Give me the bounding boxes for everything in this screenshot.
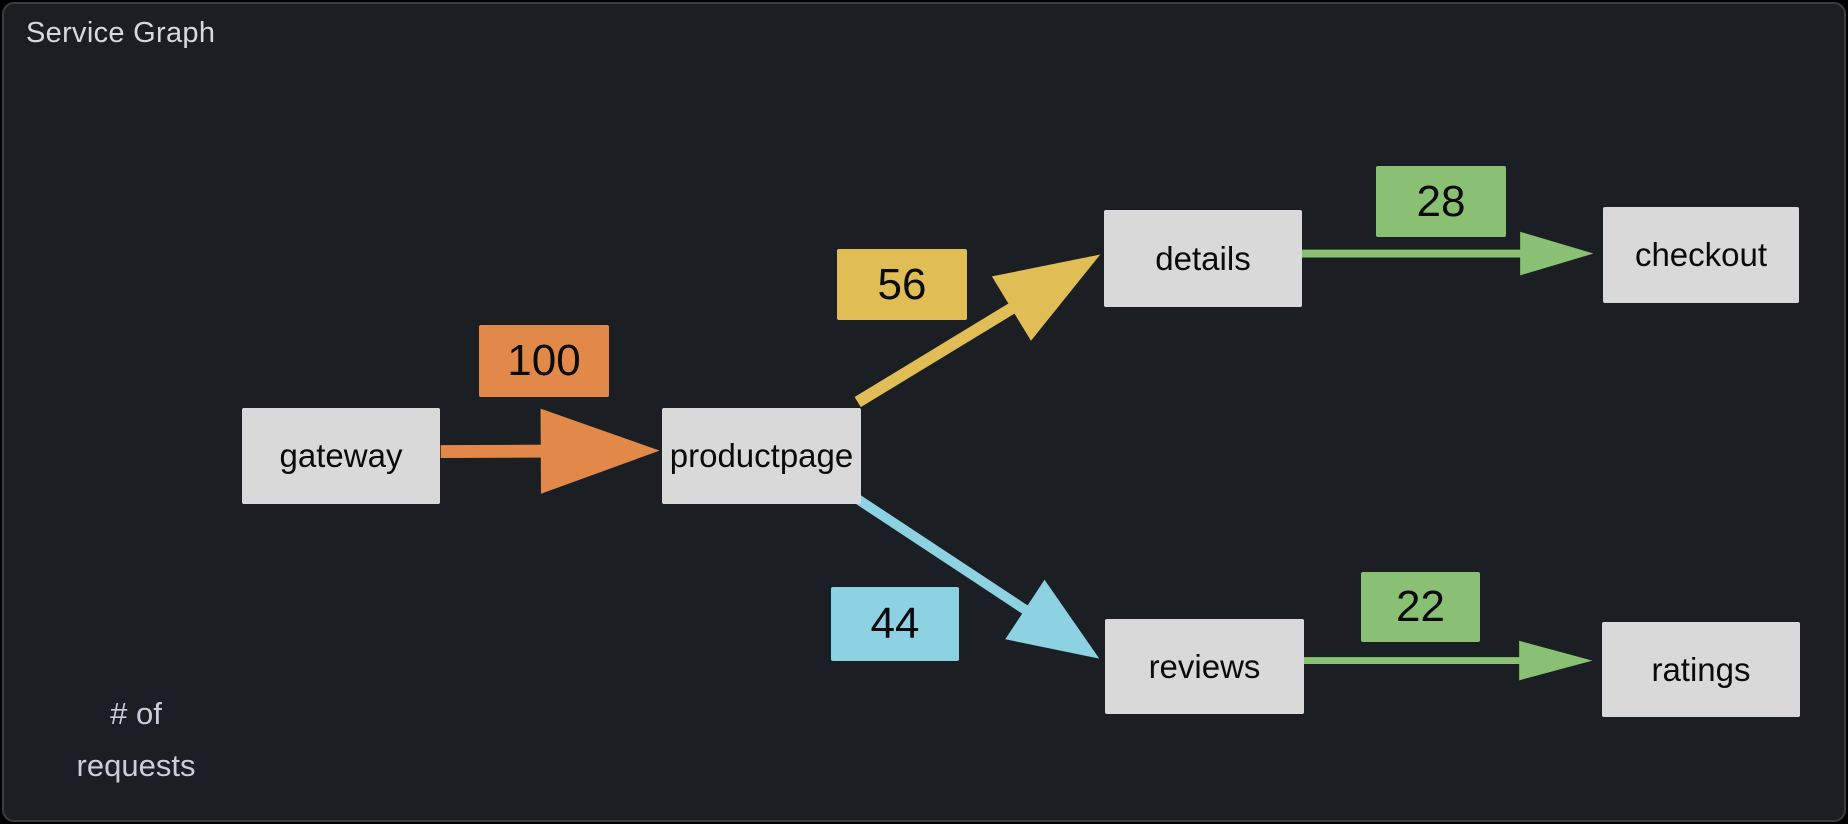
edge-value-details-to-checkout[interactable]: 28 xyxy=(1376,166,1506,237)
edge-arrow-productpage-to-details xyxy=(854,254,1101,408)
edge-arrow-gateway-to-productpage xyxy=(440,408,660,494)
arrowhead-icon xyxy=(1005,579,1100,659)
edge-value-gateway-to-productpage[interactable]: 100 xyxy=(479,325,609,397)
edge-value-reviews-to-ratings[interactable]: 22 xyxy=(1361,572,1480,642)
edge-arrow-productpage-to-reviews xyxy=(854,495,1100,659)
edge-line xyxy=(440,444,553,459)
node-reviews[interactable]: reviews xyxy=(1105,619,1304,714)
node-productpage[interactable]: productpage xyxy=(662,408,861,504)
node-details[interactable]: details xyxy=(1104,210,1302,307)
edge-arrow-layer xyxy=(440,231,1594,681)
arrowhead-icon xyxy=(540,408,660,494)
node-gateway[interactable]: gateway xyxy=(242,408,440,504)
node-graph-canvas: 100 56 44 28 22 gateway productpage details che… xyxy=(4,4,1844,820)
node-checkout[interactable]: checkout xyxy=(1603,207,1799,303)
node-ratings[interactable]: ratings xyxy=(1602,622,1800,717)
edge-arrow-details-to-checkout xyxy=(1294,231,1594,276)
edge-value-productpage-to-details[interactable]: 56 xyxy=(837,249,967,320)
edge-value-productpage-to-reviews[interactable]: 44 xyxy=(831,587,959,661)
edge-metric-legend: # of requests xyxy=(76,696,196,783)
edge-line xyxy=(854,297,1025,408)
arrowhead-icon xyxy=(1520,231,1594,276)
arrowhead-icon xyxy=(991,254,1101,341)
arrowhead-icon xyxy=(1519,640,1593,681)
edge-arrow-reviews-to-ratings xyxy=(1296,640,1593,681)
panel-title[interactable]: Service Graph xyxy=(26,17,216,49)
edge-line xyxy=(854,495,1038,621)
